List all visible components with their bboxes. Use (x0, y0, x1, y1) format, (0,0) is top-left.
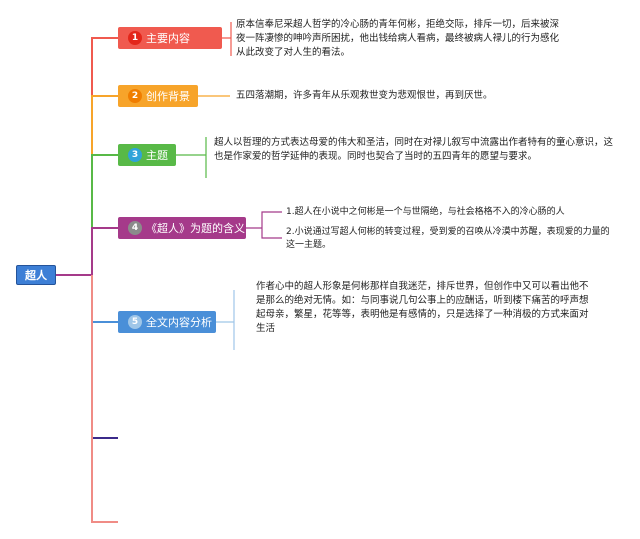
connector-trunk-7 (91, 275, 118, 523)
number-2-badge-icon: 2 (128, 89, 142, 103)
number-1-badge-icon: 1 (128, 31, 142, 45)
topic-label: 主题 (146, 149, 168, 162)
note-background: 五四落潮期，许多青年从乐观救世变为悲观恨世，再到厌世。 (236, 90, 493, 101)
topic-label: 创作背景 (146, 90, 190, 103)
root-label: 超人 (25, 269, 47, 282)
number-4-badge-icon: 4 (128, 221, 142, 235)
connector-trunk-3 (91, 154, 118, 275)
topic-label: 全文内容分析 (146, 316, 212, 329)
topic-label: 《超人》为题的含义 (146, 222, 245, 235)
connector-trunk-6 (91, 275, 118, 439)
point-title-meaning-1: 1.超人在小说中之何彬是一个与世隔绝，与社会格格不入的冷心肠的人 (286, 207, 565, 217)
point-title-meaning-2: 2.小说通过写超人何彬的转变过程，受到爱的召唤从冷漠中苏醒，表现爱的力量的这一主… (286, 227, 610, 250)
connector-branch-3-note (176, 137, 207, 178)
topic-background[interactable]: 2 创作背景 (118, 85, 198, 107)
connector-branch-4-points (246, 211, 282, 239)
note-main-content: 原本信奉尼采超人哲学的冷心肠的青年何彬，拒绝交际，排斥一切，后来被深夜一阵凄惨的… (236, 19, 560, 58)
note-full-analysis: 作者心中的超人形象是何彬那样自我迷茫，排斥世界，但创作中又可以看出他不是那么的绝… (256, 281, 589, 334)
connector-trunk-2 (91, 95, 118, 275)
topic-title-meaning[interactable]: 4 《超人》为题的含义 (118, 217, 246, 239)
connector-trunk-5 (91, 275, 118, 323)
connector-branch-5-note (216, 290, 235, 350)
number-3-badge-icon: 3 (128, 148, 142, 162)
topic-theme[interactable]: 3 主题 (118, 144, 176, 166)
topic-full-analysis[interactable]: 5 全文内容分析 (118, 311, 216, 333)
note-theme: 超人以哲理的方式表达母爱的伟大和圣洁，同时在对禄儿叙写中流露出作者特有的童心意识… (214, 137, 614, 162)
root-node[interactable]: 超人 (16, 265, 56, 285)
connector-branch-1-note (222, 22, 232, 56)
connector-trunk-4 (91, 227, 118, 275)
topic-label: 主要内容 (146, 32, 190, 45)
number-5-badge-icon: 5 (128, 315, 142, 329)
topic-main-content[interactable]: 1 主要内容 (118, 27, 222, 49)
connector-trunk-1 (91, 37, 118, 275)
